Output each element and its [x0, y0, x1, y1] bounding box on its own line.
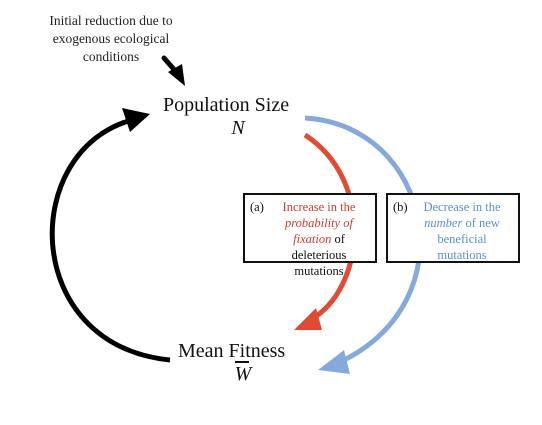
note-line-2: exogenous ecological — [52, 31, 170, 46]
population-size-node: Population Size N — [163, 94, 313, 140]
box-a-tag: (a) — [250, 200, 264, 214]
mean-bar — [235, 361, 249, 363]
population-size-symbol: N — [231, 117, 245, 139]
box-a-line-2: probability of — [285, 216, 353, 230]
box-a-line-3-italic: fixation — [293, 232, 332, 246]
note-line-3: conditions — [82, 49, 140, 64]
mean-fitness-symbol-letter: W — [234, 363, 252, 385]
box-b-line-2-italic: number — [424, 216, 463, 230]
note-line-1: Initial reduction due to — [49, 13, 173, 28]
mean-fitness-title: Mean Fitness — [178, 340, 286, 362]
box-a-line-1: Increase in the — [282, 200, 356, 214]
box-a: (a) Increase in the probability of fixat… — [243, 193, 377, 278]
population-size-title: Population Size — [163, 94, 290, 116]
box-b-line-3: beneficial mutations — [437, 232, 487, 262]
mean-fitness-symbol: W — [178, 361, 308, 386]
box-a-line-4: deleterious mutations — [291, 248, 347, 278]
mean-fitness-node: Mean Fitness W — [178, 340, 308, 386]
box-b-tag: (b) — [393, 200, 408, 214]
box-a-line-3-rest: of — [331, 232, 345, 246]
fitness-to-population-arrow — [49, 108, 171, 363]
box-b-line-2-rest: of new — [462, 216, 500, 230]
initial-reduction-note: Initial reduction due to exogenous ecolo… — [26, 12, 196, 66]
box-b-line-1: Decrease in the — [423, 200, 501, 214]
initial-reduction-arrow — [161, 55, 185, 86]
box-b: (b) Decrease in the number of new benefi… — [386, 193, 520, 263]
